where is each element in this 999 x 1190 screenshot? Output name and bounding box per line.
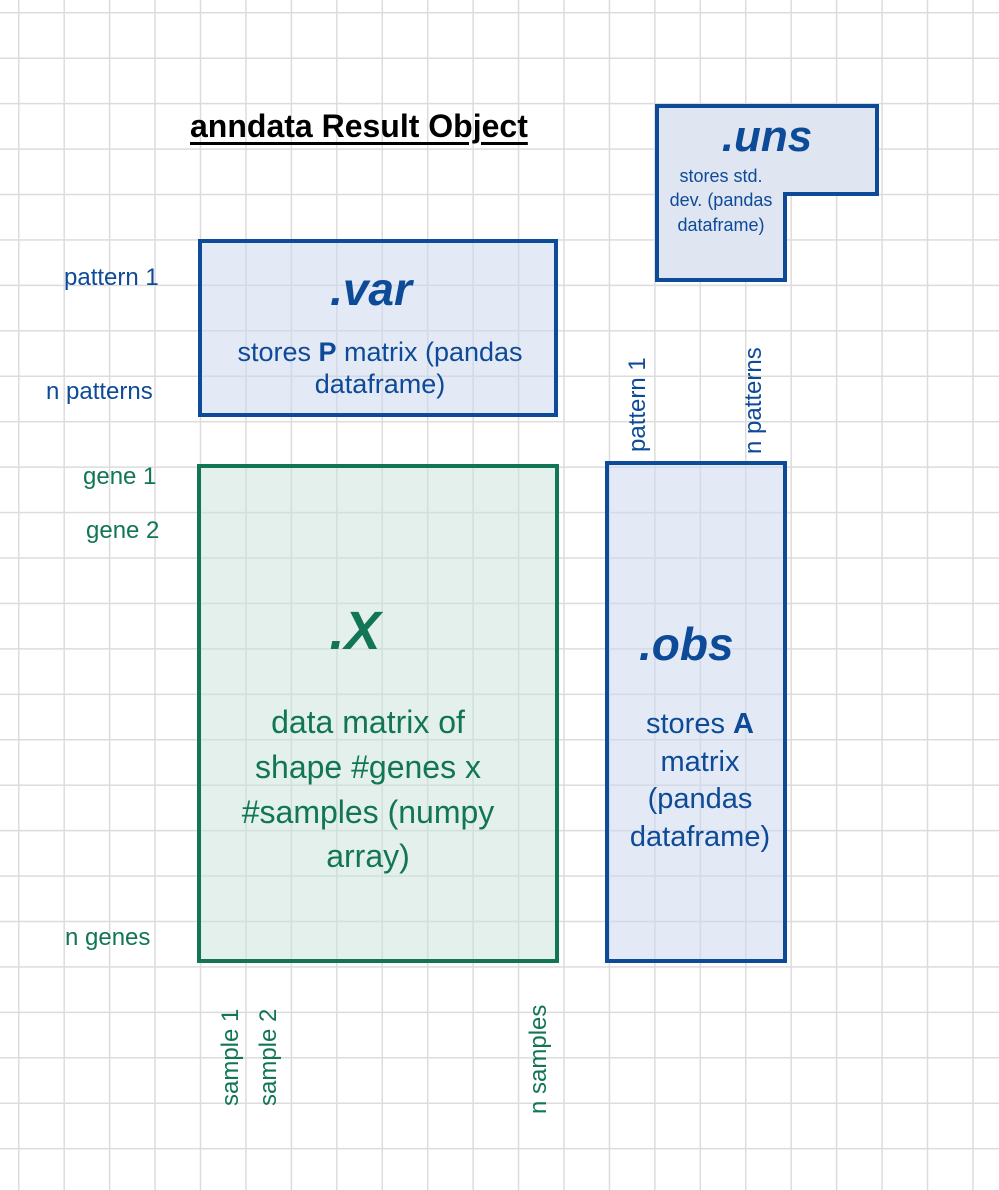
obs-description: stores A matrix (pandas dataframe) — [615, 706, 785, 857]
obs-desc-bold: A — [733, 708, 754, 740]
var-heading: .var — [330, 263, 412, 315]
diagram-title: anndata Result Object — [190, 108, 528, 144]
var-description: stores P matrix (pandas dataframe) — [204, 336, 556, 401]
x-row-label-gene-2: gene 2 — [86, 517, 160, 544]
x-col-label-sample-1: sample 1 — [217, 1008, 244, 1106]
obs-box — [605, 461, 787, 963]
var-box — [198, 239, 558, 417]
var-desc-bold: P — [318, 337, 337, 367]
x-description: data matrix of shape #genes x #samples (… — [241, 704, 495, 875]
obs-col-label-first: pattern 1 — [624, 357, 651, 452]
obs-desc-prefix: stores — [646, 708, 734, 740]
var-row-label-last: n patterns — [46, 378, 153, 405]
uns-heading: .uns — [721, 112, 813, 161]
x-heading: .X — [329, 601, 381, 661]
var-desc-prefix: stores — [237, 337, 319, 367]
x-row-label-gene-1: gene 1 — [83, 463, 157, 490]
x-col-label-sample-2: sample 2 — [255, 1008, 282, 1106]
uns-box — [655, 104, 879, 282]
obs-heading: .obs — [639, 618, 734, 670]
obs-desc-suffix: matrix (pandas dataframe) — [629, 745, 771, 854]
uns-description: stores std. dev. (pandas dataframe) — [669, 166, 773, 235]
x-row-label-last: n genes — [65, 924, 151, 951]
obs-col-label-last: n patterns — [740, 347, 767, 454]
var-row-label-first: pattern 1 — [64, 264, 159, 291]
var-desc-suffix: matrix (pandas dataframe) — [314, 337, 523, 400]
x-col-label-last: n samples — [525, 1004, 552, 1114]
x-box — [197, 464, 559, 963]
